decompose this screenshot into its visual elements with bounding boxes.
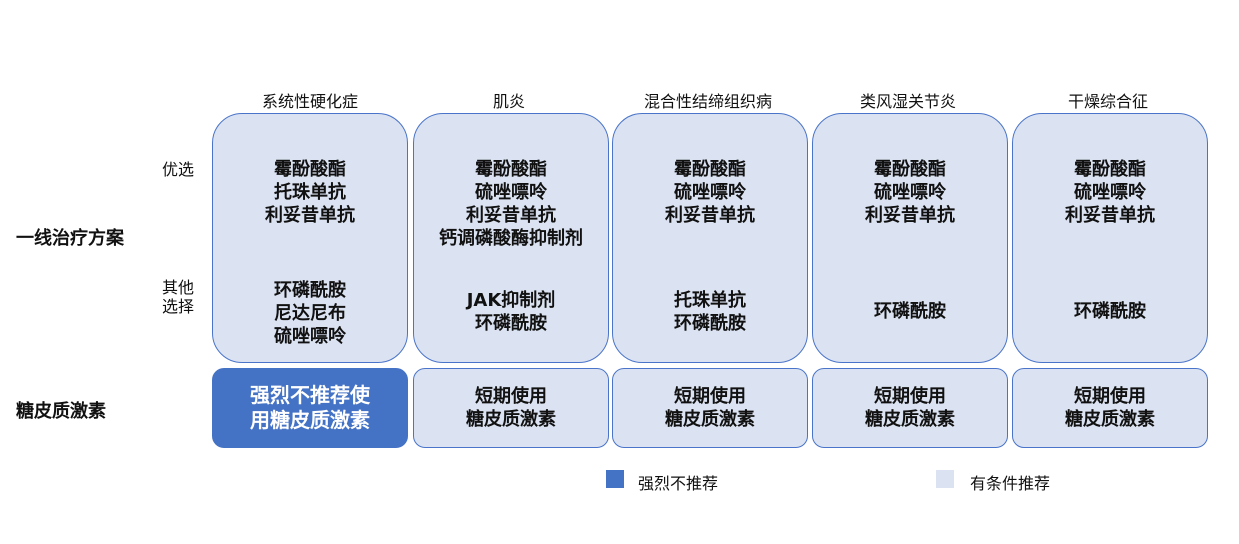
preferred-drugs: 霉酚酸酯 硫唑嘌呤 利妥昔单抗 [1013,158,1207,227]
drug-item: 环磷酰胺 [475,313,547,334]
legend-label-strong: 强烈不推荐 [638,474,719,493]
other-drugs: 环磷酰胺 尼达尼布 硫唑嘌呤 [213,279,407,348]
treatment-panel-sjogren: 霉酚酸酯 硫唑嘌呤 利妥昔单抗 环磷酰胺 [1012,113,1208,363]
column-header-sjogren: 干燥综合征 [1067,92,1148,111]
gluco-line: 短期使用 [674,386,746,407]
other-drugs: 环磷酰胺 [1013,300,1207,323]
drug-item: 托珠单抗 [674,290,746,311]
gluco-line: 用糖皮质激素 [250,408,370,432]
drug-item: 硫唑嘌呤 [874,182,946,203]
legend-label-conditional: 有条件推荐 [970,474,1051,493]
gluco-line: 糖皮质激素 [665,409,755,430]
other-drugs: 环磷酰胺 [813,300,1007,323]
drug-item: 霉酚酸酯 [874,159,946,180]
drug-item: 环磷酰胺 [674,313,746,334]
drug-item: 环磷酰胺 [874,301,946,322]
sub-label-other: 其他 选择 [160,278,196,316]
preferred-drugs: 霉酚酸酯 硫唑嘌呤 利妥昔单抗 钙调磷酸酶抑制剂 [414,158,608,250]
gluco-line: 糖皮质激素 [466,409,556,430]
preferred-drugs: 霉酚酸酯 托珠单抗 利妥昔单抗 [213,158,407,227]
drug-item: 硫唑嘌呤 [274,326,346,347]
treatment-panel-ra: 霉酚酸酯 硫唑嘌呤 利妥昔单抗 环磷酰胺 [812,113,1008,363]
gluco-line: 强烈不推荐使 [250,383,370,407]
treatment-panel-ssc: 霉酚酸酯 托珠单抗 利妥昔单抗 环磷酰胺 尼达尼布 硫唑嘌呤 [212,113,408,363]
preferred-drugs: 霉酚酸酯 硫唑嘌呤 利妥昔单抗 [813,158,1007,227]
gluco-line: 短期使用 [874,386,946,407]
other-drugs: 托珠单抗 环磷酰胺 [613,289,807,335]
drug-item: 霉酚酸酯 [674,159,746,180]
glucocorticoid-recommendation: 短期使用 糖皮质激素 [613,369,807,447]
column-header-ra: 类风湿关节炎 [859,92,956,111]
drug-item: 利妥昔单抗 [265,205,355,226]
column-header-ssc: 系统性硬化症 [261,92,358,111]
sub-label-other-line1: 其他 [161,278,194,297]
gluco-line: 短期使用 [1074,386,1146,407]
drug-item: 托珠单抗 [274,182,346,203]
treatment-panel-myositis: 霉酚酸酯 硫唑嘌呤 利妥昔单抗 钙调磷酸酶抑制剂 JAK抑制剂 环磷酰胺 [413,113,609,363]
drug-item: 利妥昔单抗 [665,205,755,226]
glucocorticoid-panel-ssc: 强烈不推荐使 用糖皮质激素 [212,368,408,448]
treatment-panel-mctd: 霉酚酸酯 硫唑嘌呤 利妥昔单抗 托珠单抗 环磷酰胺 [612,113,808,363]
sub-label-other-line2: 选择 [161,297,194,316]
gluco-line: 糖皮质激素 [1065,409,1155,430]
drug-item: 利妥昔单抗 [865,205,955,226]
drug-item: 环磷酰胺 [274,280,346,301]
other-drugs: JAK抑制剂 环磷酰胺 [414,289,608,335]
glucocorticoid-recommendation: 短期使用 糖皮质激素 [1013,369,1207,447]
drug-item: 硫唑嘌呤 [475,182,547,203]
drug-item: 利妥昔单抗 [466,205,556,226]
drug-item: 钙调磷酸酶抑制剂 [439,228,583,249]
legend-swatch-strong [606,470,624,488]
drug-item: 霉酚酸酯 [1074,159,1146,180]
glucocorticoid-panel-sjogren: 短期使用 糖皮质激素 [1012,368,1208,448]
legend-swatch-conditional [936,470,954,488]
glucocorticoid-panel-mctd: 短期使用 糖皮质激素 [612,368,808,448]
preferred-drugs: 霉酚酸酯 硫唑嘌呤 利妥昔单抗 [613,158,807,227]
drug-item: 尼达尼布 [274,303,346,324]
drug-item: 利妥昔单抗 [1065,205,1155,226]
drug-item: 硫唑嘌呤 [1074,182,1146,203]
glucocorticoid-recommendation: 强烈不推荐使 用糖皮质激素 [213,369,407,447]
drug-item: 霉酚酸酯 [274,159,346,180]
glucocorticoid-recommendation: 短期使用 糖皮质激素 [813,369,1007,447]
sub-label-preferred: 优选 [161,160,194,179]
drug-item: 硫唑嘌呤 [674,182,746,203]
glucocorticoid-panel-myositis: 短期使用 糖皮质激素 [413,368,609,448]
column-header-myositis: 肌炎 [492,92,525,111]
column-header-mctd: 混合性结缔组织病 [643,92,772,111]
glucocorticoid-recommendation: 短期使用 糖皮质激素 [414,369,608,447]
gluco-line: 糖皮质激素 [865,409,955,430]
drug-item: 环磷酰胺 [1074,301,1146,322]
row-label-first-line: 一线治疗方案 [16,228,124,249]
drug-item: JAK抑制剂 [466,290,556,311]
glucocorticoid-panel-ra: 短期使用 糖皮质激素 [812,368,1008,448]
drug-item: 霉酚酸酯 [475,159,547,180]
gluco-line: 短期使用 [475,386,547,407]
row-label-glucocorticoid: 糖皮质激素 [16,401,106,422]
